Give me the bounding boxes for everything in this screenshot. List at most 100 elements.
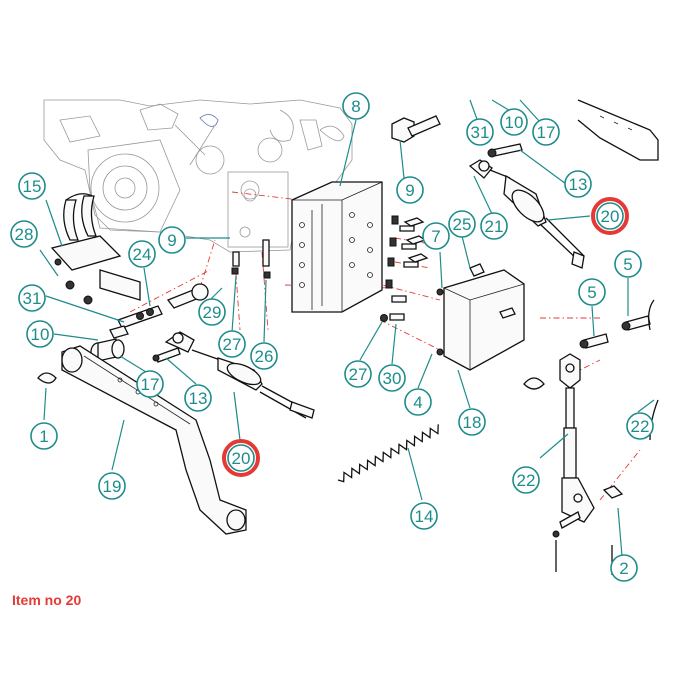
callout-label: 13	[569, 175, 588, 194]
callout-label: 20	[601, 207, 620, 226]
highlight-ring	[222, 439, 260, 477]
callout-29: 29	[198, 298, 226, 326]
callout-label: 22	[517, 471, 536, 490]
callout-circle	[422, 222, 450, 250]
callout-circle	[136, 370, 164, 398]
callout-label: 31	[471, 123, 490, 142]
callout-18: 18	[458, 408, 486, 436]
callout-9: 9	[396, 176, 424, 204]
callout-circle	[158, 226, 186, 254]
callout-27: 27	[218, 330, 246, 358]
callout-circle	[227, 444, 255, 472]
callout-13: 13	[184, 384, 212, 412]
pin-assembly	[117, 239, 271, 329]
callout-20: 20	[222, 439, 260, 477]
callout-14: 14	[410, 502, 438, 530]
callout-circle	[128, 240, 156, 268]
callout-circle	[448, 210, 476, 238]
callout-circle	[404, 388, 432, 416]
stabilizer-right	[523, 315, 651, 575]
callout-circle	[184, 384, 212, 412]
callout-label: 31	[23, 289, 42, 308]
top-link-lower	[152, 331, 315, 419]
drawbar-bracket-part	[50, 193, 141, 305]
mast-bracket-part	[291, 181, 383, 313]
callout-24: 24	[128, 240, 156, 268]
callout-label: 2	[619, 559, 628, 578]
callout-7: 7	[422, 222, 450, 250]
callout-circle	[378, 364, 406, 392]
callout-label: 30	[383, 369, 402, 388]
callout-circle	[30, 422, 58, 450]
callout-circle	[218, 330, 246, 358]
callout-circle	[458, 408, 486, 436]
callout-circle	[250, 342, 278, 370]
callout-1: 1	[30, 422, 58, 450]
callout-label: 27	[223, 335, 242, 354]
callout-label: 4	[413, 393, 422, 412]
callout-label: 7	[431, 227, 440, 246]
callout-label: 29	[203, 303, 222, 322]
callout-circle	[198, 298, 226, 326]
guard-plate-part	[436, 263, 525, 371]
callout-label: 5	[587, 283, 596, 302]
callout-circle	[532, 118, 560, 146]
callout-17: 17	[532, 118, 560, 146]
leader-lines	[39, 99, 655, 557]
callout-label: 5	[623, 255, 632, 274]
callout-5: 5	[578, 278, 606, 306]
callout-circle	[10, 220, 38, 248]
callout-label: 25	[453, 215, 472, 234]
callout-circle	[342, 92, 370, 120]
callout-circle	[596, 202, 624, 230]
callout-5: 5	[614, 250, 642, 278]
callout-17: 17	[136, 370, 164, 398]
callout-circle	[500, 108, 528, 136]
callout-27: 27	[344, 360, 372, 388]
callout-label: 10	[505, 113, 524, 132]
callout-label: 1	[39, 427, 48, 446]
item-caption: Item no 20	[12, 592, 82, 608]
callout-31: 31	[466, 118, 494, 146]
callout-9: 9	[158, 226, 186, 254]
lower-link-arm	[61, 345, 247, 535]
callout-10: 10	[26, 320, 54, 348]
callout-19: 19	[98, 472, 126, 500]
callout-20: 20	[591, 197, 629, 235]
callout-circle	[98, 472, 126, 500]
callout-label: 17	[141, 375, 160, 394]
upper-bolt-part	[391, 115, 441, 143]
spring-part	[337, 424, 439, 483]
callout-10: 10	[500, 108, 528, 136]
highlight-ring	[591, 197, 629, 235]
callout-circle	[396, 176, 424, 204]
callout-circle	[18, 172, 46, 200]
callout-label: 18	[463, 413, 482, 432]
callout-circle	[26, 320, 54, 348]
callout-circle	[564, 170, 592, 198]
callout-label: 8	[351, 97, 360, 116]
callout-circle	[410, 502, 438, 530]
top-link-upper	[468, 143, 585, 269]
callout-label: 28	[15, 225, 34, 244]
callout-label: 21	[485, 217, 504, 236]
callout-31: 31	[18, 284, 46, 312]
callout-circle	[578, 278, 606, 306]
callout-circle	[480, 212, 508, 240]
callout-label: 26	[255, 347, 274, 366]
callout-label: 9	[167, 231, 176, 250]
callout-label: 19	[103, 477, 122, 496]
lower-link-right-partial	[577, 99, 659, 441]
callout-label: 27	[349, 365, 368, 384]
callout-21: 21	[480, 212, 508, 240]
callout-label: 9	[405, 181, 414, 200]
callout-circle	[512, 466, 540, 494]
callout-28: 28	[10, 220, 38, 248]
callout-4: 4	[404, 388, 432, 416]
callout-circle	[626, 412, 654, 440]
callout-label: 20	[232, 449, 251, 468]
callout-label: 24	[133, 245, 152, 264]
callout-circle	[344, 360, 372, 388]
